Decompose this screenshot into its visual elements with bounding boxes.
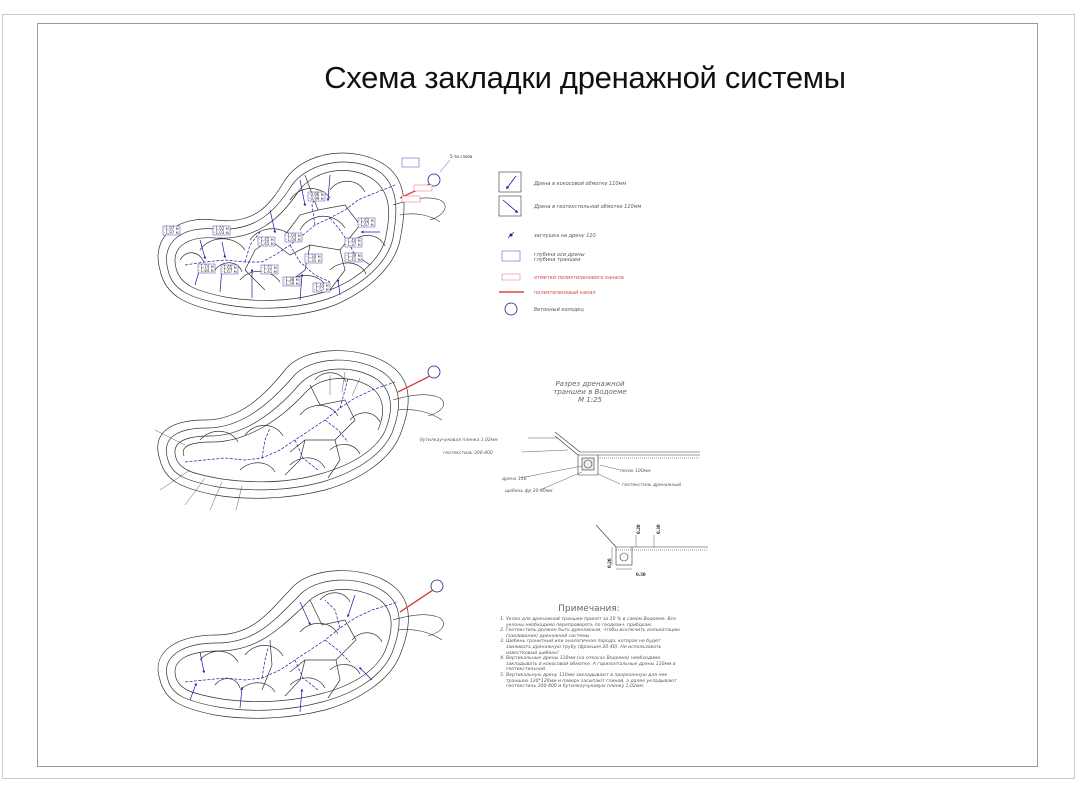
depth-label: -1,03 м (214, 230, 229, 235)
depth-label: -1,45 м (259, 237, 274, 242)
depth-label: -1,34 м (306, 254, 321, 259)
legend-label: Дрена в геотекстильной обмотке 110мм (533, 204, 641, 210)
note-item: Вертикальную дрену 110мм закладывают в п… (506, 673, 684, 690)
legend (498, 171, 524, 316)
depth-label: -1,62 м (359, 218, 374, 223)
depth-label: -1,97 м (164, 226, 179, 231)
depth-label: -1,38 м (284, 277, 299, 282)
section-label-sand: песок 100мм (620, 468, 651, 474)
detail-dim: 0.30 (636, 572, 646, 578)
section-title-line-3: М 1:25 (578, 396, 602, 404)
depth-label: -1,57 м (314, 287, 329, 292)
legend-label: полиэтиленовый канал (534, 290, 596, 296)
note-item: Уклон для дренажной траншеи принят за 10… (506, 617, 684, 628)
note-item: Вертикальные дрены 110мм (на откосах Вод… (506, 656, 684, 673)
legend-label: заглушка на дрену 110 (534, 233, 596, 239)
section-label-geotextile-drain: геотекстиль дренажный (622, 482, 681, 488)
depth-label: -1,45 м (259, 241, 274, 246)
legend-label: бетонный колодец (534, 307, 584, 313)
depth-label: -1,44 м (346, 238, 361, 243)
inner-frame (37, 23, 1038, 767)
section-title-line-1: Разрез дренажной (555, 380, 625, 388)
notes: Примечания: Уклон для дренажной траншеи … (494, 604, 684, 690)
plan-2 (154, 350, 444, 511)
page-title: Схема закладки дренажной системы (324, 60, 846, 95)
depth-label: -1,41 м (262, 269, 277, 274)
depth-label: -1,74 м (199, 264, 214, 269)
note-item: Геотекстиль должен быть дренажным, чтобы… (506, 628, 684, 639)
section-label-gravel: щебень фр 20-40мм (505, 488, 553, 494)
section-label-geotextile: геотекстиль 300-400 (443, 450, 493, 456)
depth-label: -1,04 м (286, 237, 301, 242)
depth-label: -1,67 м (222, 269, 237, 274)
legend-label: отметки полиэтиленового канала (534, 275, 624, 281)
depth-label: -1,67 м (359, 222, 374, 227)
notes-title: Примечания: (558, 604, 620, 614)
depth-label: -0,99 м (309, 196, 324, 201)
legend-label: Дрена в кокосовой обмотке 110мм (533, 181, 626, 187)
depth-label: -1,41 м (346, 257, 361, 262)
depth-label: -1,44 м (314, 283, 329, 288)
note-item: Щебень гранитный или аналогичная порода,… (506, 639, 684, 656)
trench-detail (595, 524, 708, 570)
depth-label: -1,35 м (306, 258, 321, 263)
depth-label: -1,02 м (214, 226, 229, 231)
depth-label: -1,51 м (262, 265, 277, 270)
legend-label-depth-1: глубина оси дрены (534, 252, 585, 258)
depth-label: -1,37 м (346, 242, 361, 247)
section-label-film: бутилкаучуковая пленка 1,02мм (420, 437, 498, 443)
detail-dim: 0.30 (656, 524, 662, 534)
depth-label: -0,96 м (309, 192, 324, 197)
depth-label: -1,59 м (284, 281, 299, 286)
depth-label: -1,04 м (286, 233, 301, 238)
depth-label: -1,97 м (164, 230, 179, 235)
plan-1 (157, 152, 451, 317)
outer-frame (2, 14, 1075, 779)
trench-section (519, 431, 700, 491)
plan-1-depth-labels: -1,97 м -1,97 м -0,96 м -0,99 м -1,02 м … (164, 192, 374, 292)
plan-1-note: 5-ти слоев (450, 154, 473, 159)
notes-list: Уклон для дренажной траншеи принят за 10… (494, 617, 684, 690)
section-title: Разрез дренажной траншеи в Водоеме М 1:2… (545, 380, 635, 404)
detail-dim: 0.20 (636, 524, 642, 534)
detail-dim: 0.20 (607, 558, 613, 568)
depth-label: -1,65 м (222, 265, 237, 270)
section-title-line-2: траншеи в Водоеме (553, 388, 627, 396)
depth-label: -1,84 м (199, 268, 214, 273)
plan-3 (157, 570, 444, 719)
section-label-drain: дрена 110 (501, 476, 527, 482)
depth-label: -1,39 м (346, 253, 361, 258)
legend-label-depth-2: глубина траншеи (534, 257, 581, 263)
